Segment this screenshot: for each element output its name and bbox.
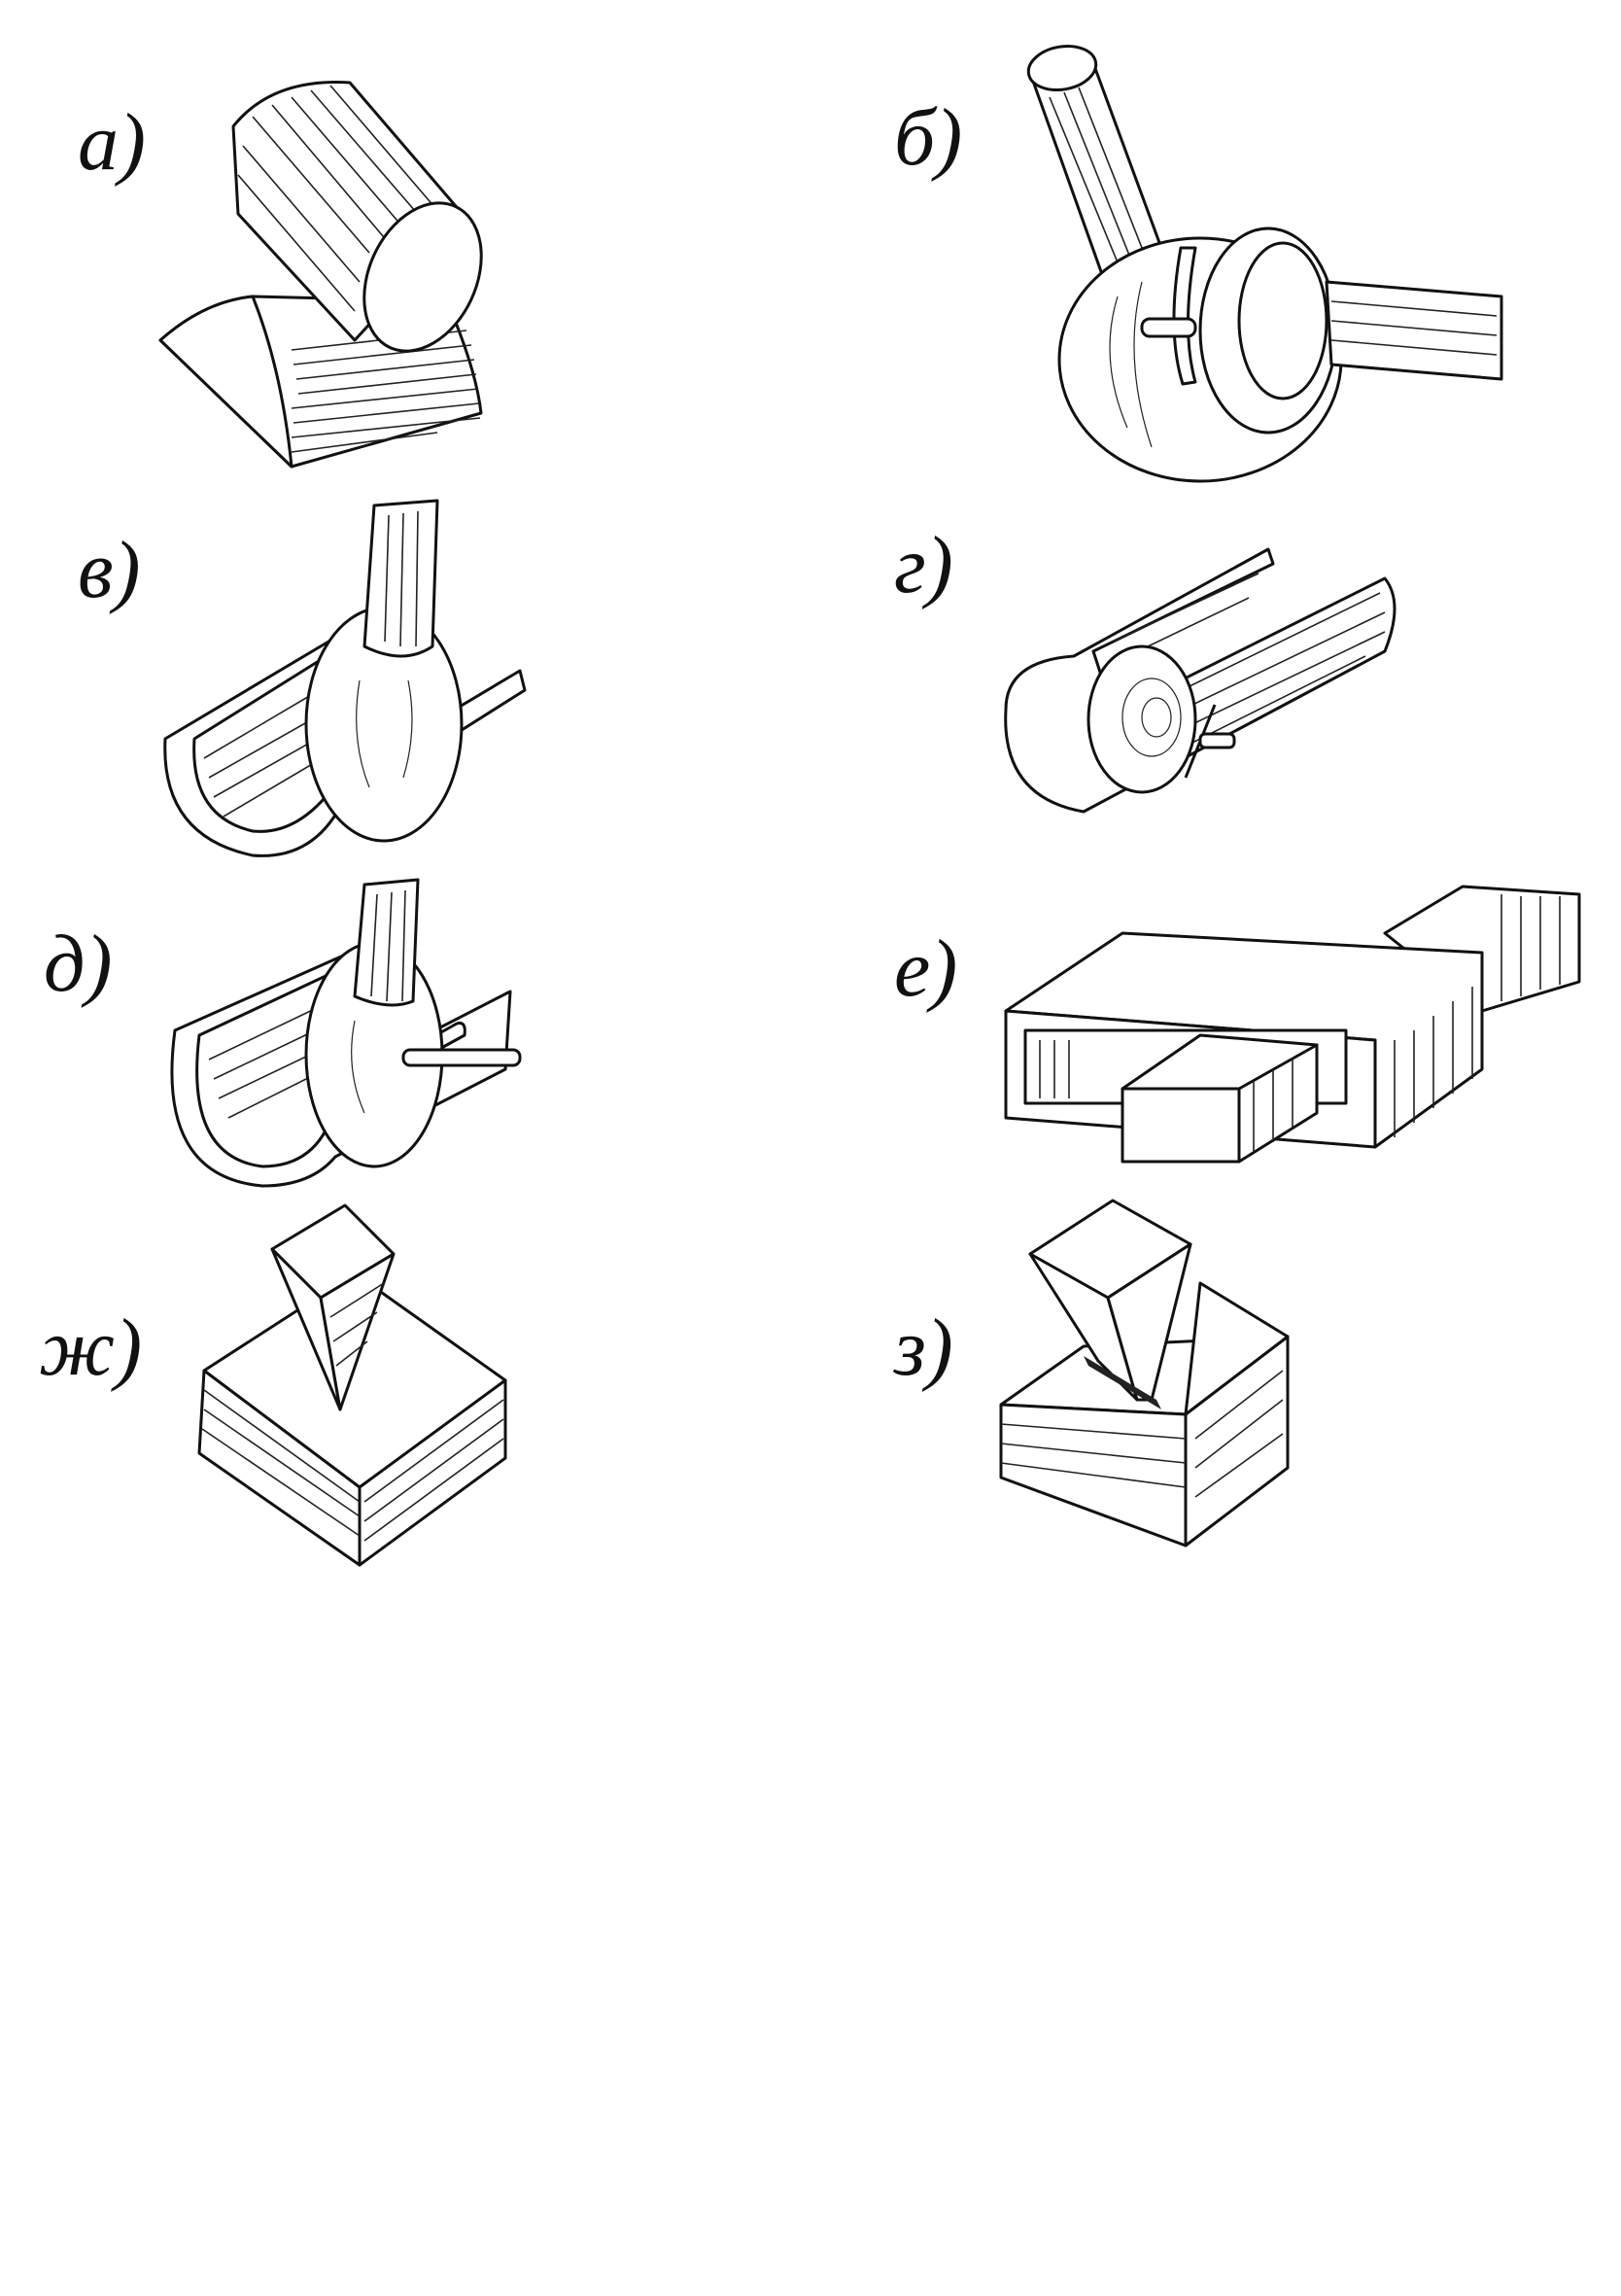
panel-label-v: в) bbox=[78, 525, 141, 615]
figure-a-cylinder-on-saddle bbox=[158, 81, 483, 469]
contact-line bbox=[1084, 1356, 1161, 1409]
panel-label-z: з) bbox=[894, 1303, 953, 1393]
block bbox=[999, 1281, 1290, 1548]
disc bbox=[1086, 644, 1197, 794]
ball-socket bbox=[1057, 226, 1343, 483]
figure-e-bar-in-frame bbox=[1004, 885, 1581, 1164]
panel-label-g: г) bbox=[894, 520, 953, 610]
rod bbox=[353, 878, 420, 1007]
block bbox=[197, 1271, 507, 1567]
cylinder bbox=[231, 81, 483, 353]
figure-v-ball-in-half-cylinder bbox=[163, 499, 527, 857]
slider-bar bbox=[1121, 1033, 1319, 1164]
side-rod bbox=[1325, 280, 1503, 381]
panel-label-a: а) bbox=[78, 97, 146, 188]
panel-label-zh: ж) bbox=[39, 1303, 143, 1393]
ball bbox=[304, 606, 464, 843]
figure-b-ball-joint bbox=[1026, 44, 1503, 483]
rod bbox=[362, 499, 439, 658]
slot-pin bbox=[401, 1048, 522, 1067]
panel-label-e: е) bbox=[894, 923, 958, 1014]
figure-d-ball-with-slot-pin bbox=[170, 878, 522, 1188]
pin bbox=[1184, 704, 1236, 779]
panel-label-b: б) bbox=[894, 92, 963, 183]
wedge bbox=[1028, 1199, 1192, 1409]
figure-g-disc-in-cylinder bbox=[1004, 547, 1397, 814]
slot-and-pin bbox=[1140, 246, 1197, 386]
wedge bbox=[270, 1203, 396, 1411]
figure-zh-wedge-on-block bbox=[197, 1203, 507, 1567]
upper-rod bbox=[1026, 44, 1163, 279]
figure-z-wedge-edge-on-block bbox=[999, 1199, 1290, 1548]
slotted-cylinder bbox=[1004, 547, 1397, 814]
panel-label-d: д) bbox=[44, 919, 113, 1009]
